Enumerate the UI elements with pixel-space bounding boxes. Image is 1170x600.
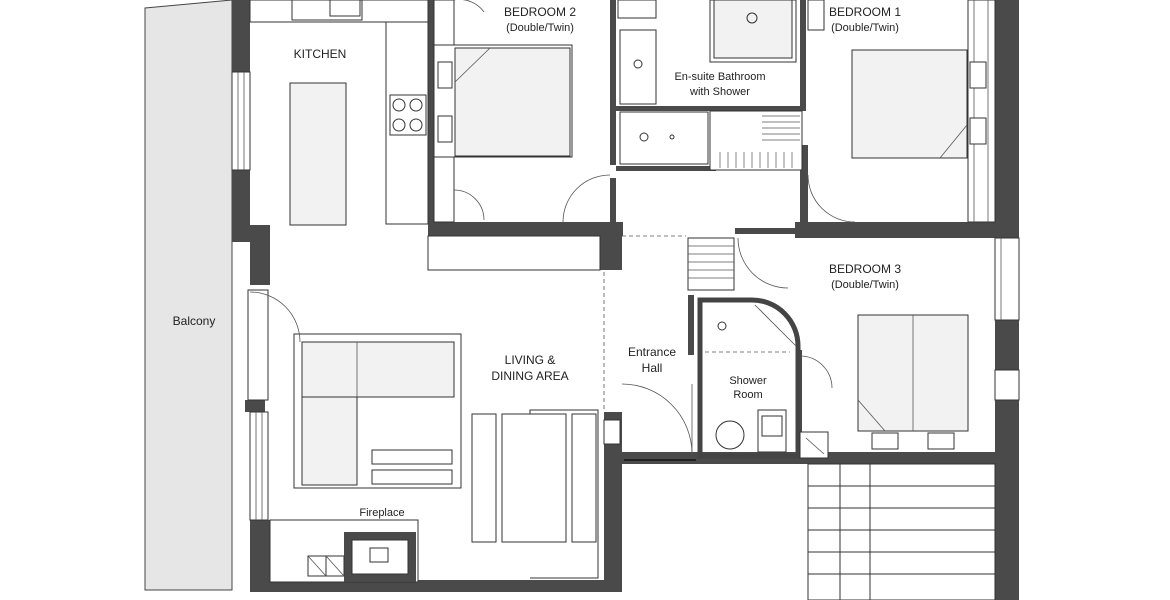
bedroom-1-sublabel: (Double/Twin) <box>831 22 899 34</box>
kitchen-units <box>249 0 429 226</box>
kitchen-label: KITCHEN <box>294 47 347 61</box>
bedroom-1-furniture <box>807 0 987 223</box>
bedroom-3-furniture <box>737 237 969 450</box>
external-stairs <box>807 463 996 600</box>
entrance-label-line2: Hall <box>642 361 663 375</box>
windows <box>231 0 1020 521</box>
entrance-label-line1: Entrance <box>628 345 676 359</box>
bedroom-2-furniture <box>433 0 611 223</box>
living-label-line1: LIVING & <box>505 353 556 367</box>
ensuite-fixtures <box>617 0 797 165</box>
ensuite-label-line2: with Shower <box>689 86 750 98</box>
living-furniture <box>249 235 686 579</box>
bedroom-3-sublabel: (Double/Twin) <box>831 279 899 291</box>
walls <box>232 0 1019 600</box>
balcony-label: Balcony <box>173 314 216 328</box>
fireplace-label: Fireplace <box>359 507 404 519</box>
bedroom-2-label: BEDROOM 2 <box>504 5 576 19</box>
bedroom-1-label: BEDROOM 1 <box>829 5 901 19</box>
living-label-line2: DINING AREA <box>491 369 568 383</box>
hatched-areas <box>687 110 803 291</box>
room-labels: KITCHEN BEDROOM 2 (Double/Twin) En-suite… <box>173 5 902 519</box>
shower-room-label-line2: Room <box>733 389 762 401</box>
shower-room-fixtures <box>697 297 833 459</box>
ensuite-label-line1: En-suite Bathroom <box>674 71 765 83</box>
balcony-area <box>144 0 233 591</box>
fireplace-unit <box>269 519 419 583</box>
bedroom-3-label: BEDROOM 3 <box>829 262 901 276</box>
shower-room-label-line1: Shower <box>729 375 767 387</box>
entrance-door <box>621 383 696 461</box>
bedroom-2-sublabel: (Double/Twin) <box>506 22 574 34</box>
